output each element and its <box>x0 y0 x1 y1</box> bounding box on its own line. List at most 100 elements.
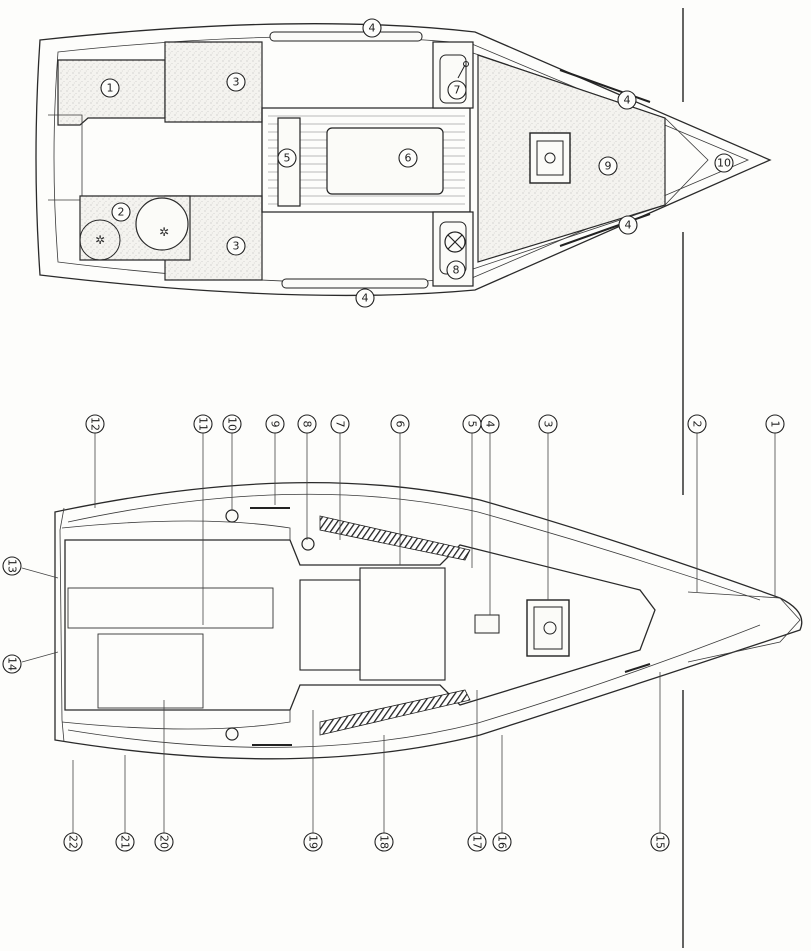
top-callout-4-circle <box>618 215 638 235</box>
side-callout-16-circle <box>492 832 512 852</box>
side-callout-6: 6 <box>390 414 410 434</box>
side-callout-22: 22 <box>63 832 83 852</box>
top-callout-9-circle <box>598 156 618 176</box>
side-callout-3-circle <box>538 414 558 434</box>
side-callout-20: 20 <box>154 832 174 852</box>
side-callout-6-circle <box>390 414 410 434</box>
bottom-view-window-stripes <box>319 515 471 736</box>
side-callout-11-text: 11 <box>197 417 210 431</box>
side-callout-13: 13 <box>2 556 22 576</box>
top-callout-3-circle <box>226 236 246 256</box>
top-callout-8-circle <box>446 260 466 280</box>
side-callout-20-text: 20 <box>158 835 171 849</box>
side-callout-12-circle <box>85 414 105 434</box>
top-callout-1: 1 <box>100 78 120 98</box>
side-callout-14-circle <box>2 654 22 674</box>
side-callout-19: 19 <box>303 832 323 852</box>
side-callout-18: 18 <box>374 832 394 852</box>
side-callout-2-circle <box>687 414 707 434</box>
top-view-cockpit: ✲ ✲ <box>48 41 263 281</box>
top-callout-9-text: 9 <box>605 160 612 173</box>
side-callout-21-circle <box>115 832 135 852</box>
bottom-view-hull <box>54 481 803 760</box>
side-callout-9-circle <box>265 414 285 434</box>
side-callout-14: 14 <box>2 654 22 674</box>
side-callout-5: 5 <box>462 414 482 434</box>
side-callout-3: 3 <box>538 414 558 434</box>
svg-text:✲: ✲ <box>159 225 169 239</box>
side-callout-18-text: 18 <box>378 835 391 849</box>
top-view-cabin-top <box>261 54 666 263</box>
side-callout-7: 7 <box>330 414 350 434</box>
top-callout-3-circle <box>226 72 246 92</box>
side-callout-8-circle <box>297 414 317 434</box>
side-callout-11: 11 <box>193 414 213 434</box>
side-callout-6-text: 6 <box>394 421 407 428</box>
top-callout-5: 5 <box>277 148 297 168</box>
side-callout-15: 15 <box>650 832 670 852</box>
top-callout-5-text: 5 <box>284 152 291 165</box>
side-callout-14-text: 14 <box>6 657 19 671</box>
side-callout-18-circle <box>374 832 394 852</box>
leader-lines <box>21 432 776 840</box>
side-callout-10-text: 10 <box>226 417 239 431</box>
side-callout-1-circle <box>765 414 785 434</box>
bottom-view-coachroof <box>61 520 656 730</box>
side-callout-7-circle <box>330 414 350 434</box>
side-callout-7-text: 7 <box>334 421 347 428</box>
top-callout-8: 8 <box>446 260 466 280</box>
side-callout-3-text: 3 <box>542 421 555 428</box>
side-callout-8: 8 <box>297 414 317 434</box>
side-callout-11-circle <box>193 414 213 434</box>
side-callout-15-circle <box>650 832 670 852</box>
top-callout-8-text: 8 <box>453 264 460 277</box>
top-callout-4-circle <box>355 288 375 308</box>
top-callout-3-text: 3 <box>233 76 240 89</box>
side-callout-2-text: 2 <box>691 421 704 428</box>
side-callout-10: 10 <box>222 414 242 434</box>
top-callout-2-text: 2 <box>118 206 125 219</box>
side-callout-1-text: 1 <box>769 421 782 428</box>
side-callout-2: 2 <box>687 414 707 434</box>
side-callout-12-text: 12 <box>89 417 102 431</box>
side-callout-4-text: 4 <box>484 421 497 428</box>
side-callout-5-text: 5 <box>466 421 479 428</box>
top-callout-4: 4 <box>617 90 637 110</box>
svg-text:✲: ✲ <box>95 233 105 247</box>
side-callout-13-circle <box>2 556 22 576</box>
top-callout-4-text: 4 <box>624 94 631 107</box>
top-callout-7-circle <box>447 80 467 100</box>
side-callout-17: 17 <box>467 832 487 852</box>
top-callout-6-text: 6 <box>405 152 412 165</box>
top-callout-6-circle <box>398 148 418 168</box>
side-callout-17-text: 17 <box>471 835 484 849</box>
side-callout-19-circle <box>303 832 323 852</box>
side-callout-16-text: 16 <box>496 835 509 849</box>
side-callout-8-text: 8 <box>301 421 314 428</box>
top-callout-4-text: 4 <box>625 219 632 232</box>
top-callout-2: 2 <box>111 202 131 222</box>
top-callout-4-text: 4 <box>369 22 376 35</box>
top-callout-10: 10 <box>714 153 734 173</box>
side-callout-9: 9 <box>265 414 285 434</box>
top-callout-10-circle <box>714 153 734 173</box>
top-callout-2-circle <box>111 202 131 222</box>
side-callout-10-circle <box>222 414 242 434</box>
top-callout-4-circle <box>362 18 382 38</box>
top-callout-9: 9 <box>598 156 618 176</box>
top-callout-3: 3 <box>226 236 246 256</box>
top-callout-7-text: 7 <box>454 84 461 97</box>
top-callout-4: 4 <box>362 18 382 38</box>
top-callout-1-text: 1 <box>107 82 114 95</box>
side-callout-22-circle <box>63 832 83 852</box>
side-callout-9-text: 9 <box>269 421 282 428</box>
side-callout-16: 16 <box>492 832 512 852</box>
top-callout-6: 6 <box>398 148 418 168</box>
top-callout-10-text: 10 <box>717 157 731 170</box>
top-callout-3-text: 3 <box>233 240 240 253</box>
top-callout-5-circle <box>277 148 297 168</box>
top-callout-4-circle <box>617 90 637 110</box>
